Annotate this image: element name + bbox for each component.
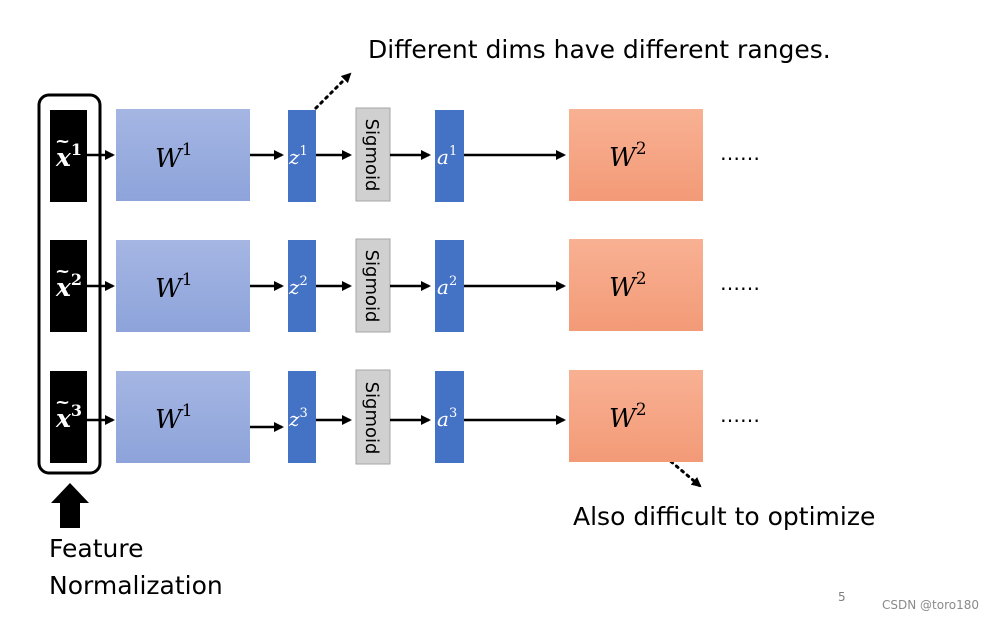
layer1-weight-block: [116, 109, 250, 201]
z-block: [288, 240, 316, 332]
a-block: [435, 371, 464, 463]
watermark: CSDN @toro180: [882, 598, 979, 612]
layer1-weight-label: W1: [155, 401, 193, 435]
a-label: a1: [437, 144, 457, 169]
layer1-weight-label: W1: [155, 270, 193, 304]
sigmoid-label: Sigmoid: [361, 382, 382, 455]
continuation-ellipsis: ……: [720, 141, 760, 165]
sigmoid-label: Sigmoid: [361, 119, 382, 192]
layer2-weight-block: [569, 109, 703, 201]
z-label: z2: [288, 274, 308, 299]
feature-normalization-bracket: [37, 93, 102, 475]
a-label: a2: [437, 274, 457, 299]
input-tilde: ~: [55, 131, 70, 152]
z-label: z1: [288, 144, 308, 169]
top-annotation: Different dims have different ranges.: [368, 35, 831, 64]
z-block: [288, 110, 316, 202]
layer2-weight-block: [569, 370, 703, 462]
layer2-weight-block: [569, 239, 703, 331]
input-symbol: x1: [55, 140, 82, 172]
page-number: 5: [838, 590, 846, 604]
bottom-annotation: Also difficult to optimize: [573, 502, 875, 531]
input-block: [50, 240, 87, 332]
a-label: a3: [437, 406, 457, 431]
feature-label-line2: Normalization: [49, 571, 223, 600]
input-tilde: ~: [55, 261, 70, 282]
sigmoid-block: [355, 369, 391, 465]
continuation-ellipsis: ……: [720, 271, 760, 295]
network-row-3: ~ x3 W1 z3 Sigmoid a3 W2 ……: [50, 369, 760, 465]
input-tilde: ~: [55, 392, 70, 413]
a-block: [435, 110, 464, 202]
input-block: [50, 371, 87, 463]
feature-label-line1: Feature: [49, 534, 143, 563]
layer2-weight-label: W2: [609, 139, 647, 173]
network-row-2: ~ x2 W1 z2 Sigmoid a2 W2 ……: [50, 238, 760, 333]
a-block: [435, 240, 464, 332]
z-label: z3: [288, 406, 308, 431]
input-symbol: x3: [55, 401, 82, 433]
z-block: [288, 371, 316, 463]
layer1-weight-block: [116, 240, 250, 332]
network-row-1: ~ x1 W1 z1 Sigmoid a1 W2 ……: [50, 107, 760, 202]
layer1-weight-block: [116, 371, 250, 463]
input-block: [50, 110, 87, 202]
continuation-ellipsis: ……: [720, 403, 760, 427]
input-symbol: x2: [55, 270, 82, 302]
layer2-weight-label: W2: [609, 269, 647, 303]
sigmoid-label: Sigmoid: [361, 250, 382, 323]
up-arrow-icon: [51, 483, 89, 528]
layer1-weight-label: W1: [155, 140, 193, 174]
sigmoid-block: [355, 238, 391, 333]
sigmoid-block: [355, 107, 391, 202]
layer2-weight-label: W2: [609, 400, 647, 434]
